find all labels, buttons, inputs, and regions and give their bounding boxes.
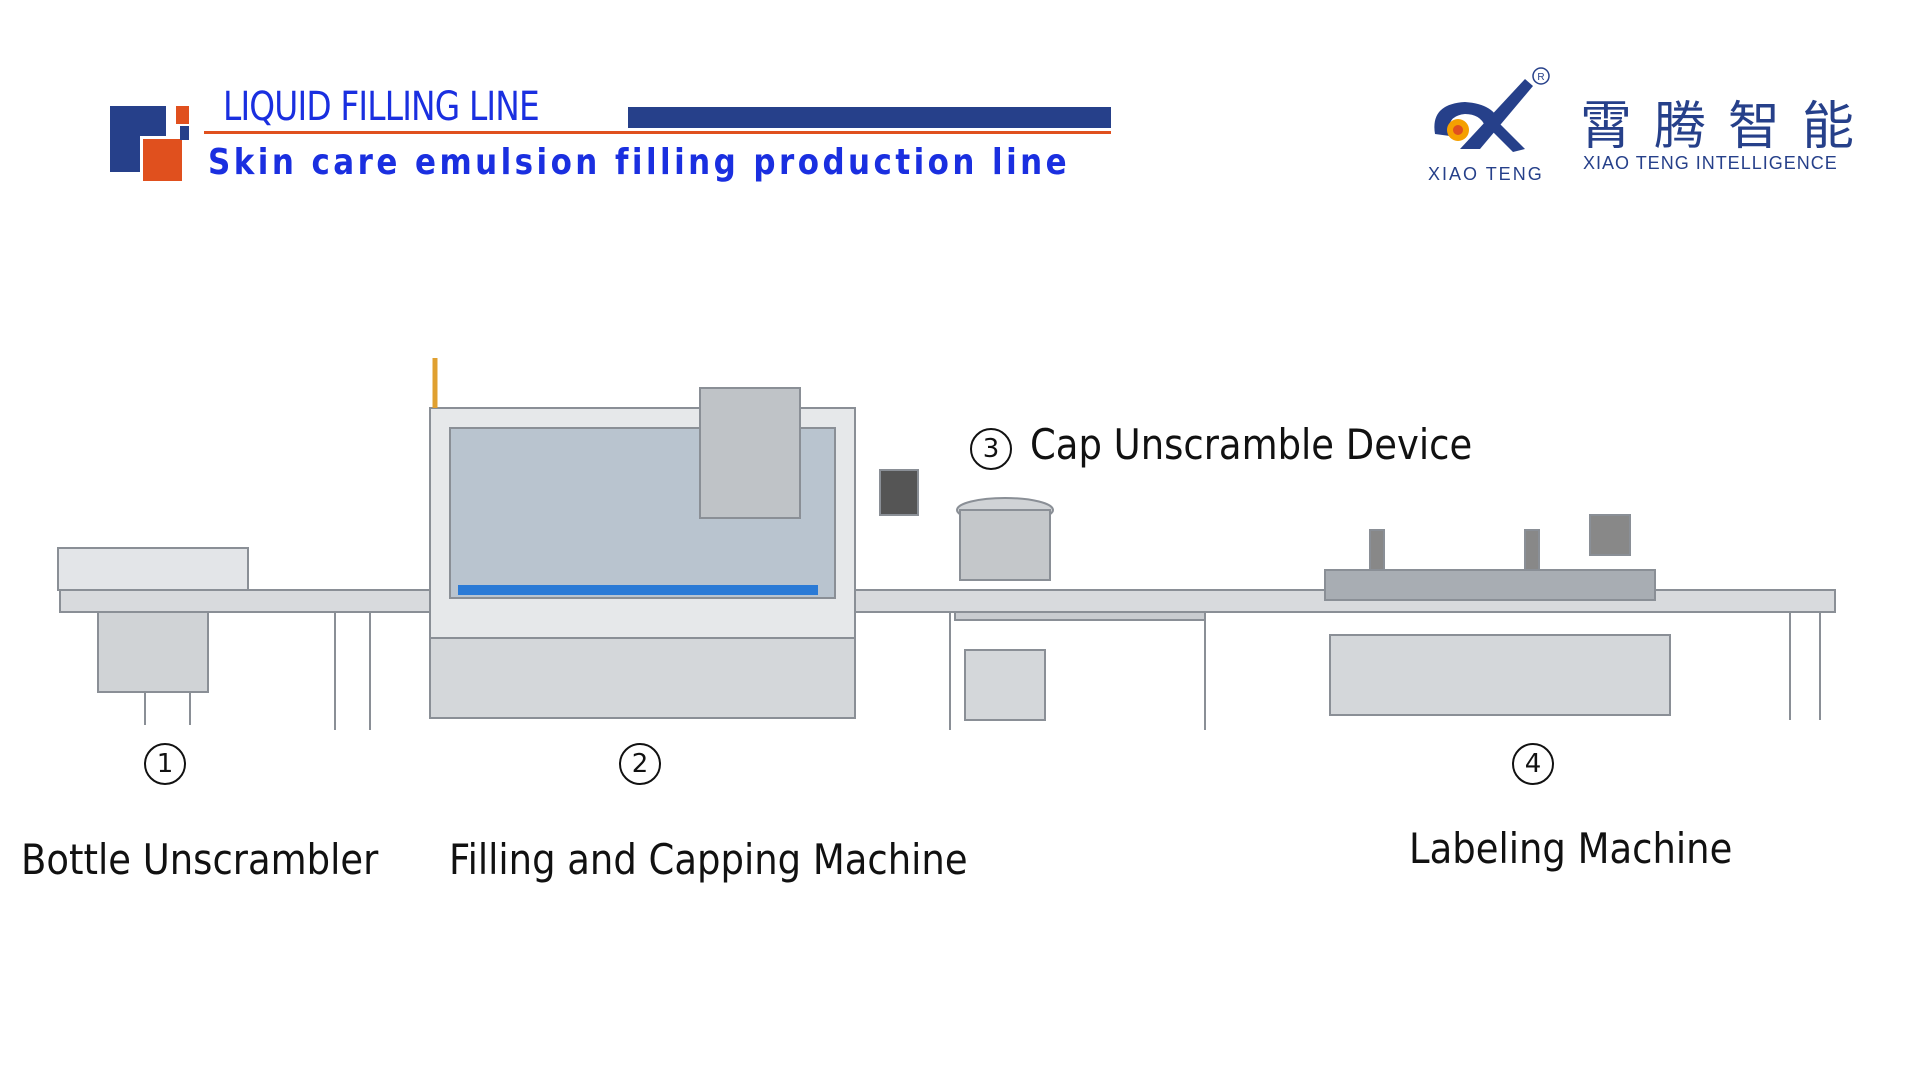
station-label-labeling: Labeling Machine [1409,824,1733,873]
brand-mark-text: XIAO TENG [1428,164,1544,184]
brand-logo-icon: R [1434,67,1550,152]
station-number-3: 3 [970,428,1012,470]
svg-text:R: R [1537,72,1544,83]
station-number-2: 2 [619,743,661,785]
brand-name-en: XIAO TENG INTELLIGENCE [1583,153,1838,173]
title-divider [204,131,1111,134]
station-label-bottle-unscrambler: Bottle Unscrambler [21,835,379,884]
production-line-illustration [57,358,1836,730]
title-bar [628,107,1111,128]
station-number-1: 1 [144,743,186,785]
page-title: LIQUID FILLING LINE [223,84,540,130]
station-label-cap-unscramble: Cap Unscramble Device [1030,420,1473,469]
station-number-4: 4 [1512,743,1554,785]
header-logo-squares [110,106,200,181]
station-label-filling-capping: Filling and Capping Machine [449,835,968,884]
page-subtitle: Skin care emulsion filling production li… [208,142,1071,183]
brand-name-cn: 霄腾智能 [1580,97,1877,157]
